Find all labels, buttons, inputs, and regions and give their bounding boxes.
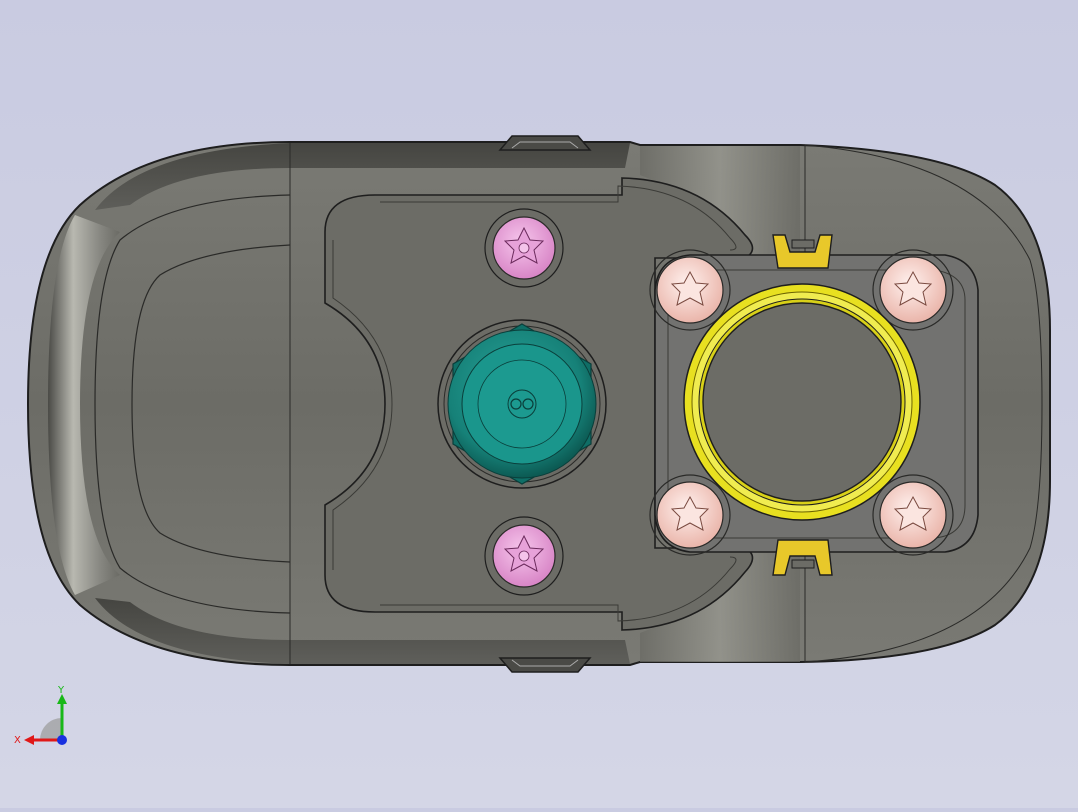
mount-screw-bottom-right[interactable] — [879, 481, 947, 549]
bottom-clip — [772, 539, 833, 576]
x-axis-label: X — [14, 735, 21, 746]
y-axis-label: Y — [57, 685, 65, 696]
x-axis-arrow — [24, 735, 34, 745]
top-tab — [498, 135, 592, 151]
front-screw-bottom[interactable] — [484, 516, 564, 596]
center-mark-icon — [507, 389, 537, 419]
coordinate-triad-icon: Y X — [10, 682, 80, 752]
front-screw-top[interactable] — [484, 208, 564, 288]
triad-plane-shade — [40, 718, 62, 740]
valve-cap[interactable] — [437, 319, 607, 489]
mount-screw-bottom-left[interactable] — [656, 481, 724, 549]
bottom-tab — [498, 657, 592, 673]
y-axis-arrow — [57, 694, 67, 704]
torx-screw-icon — [893, 495, 933, 531]
top-clip — [772, 234, 833, 269]
torx-screw-icon — [893, 270, 933, 306]
torx-screw-icon — [670, 495, 710, 531]
torx-screw-icon — [670, 270, 710, 306]
mount-screw-top-right[interactable] — [879, 256, 947, 324]
z-axis-dot — [57, 735, 67, 745]
seal-ring[interactable] — [683, 283, 921, 521]
mount-screw-top-left[interactable] — [656, 256, 724, 324]
